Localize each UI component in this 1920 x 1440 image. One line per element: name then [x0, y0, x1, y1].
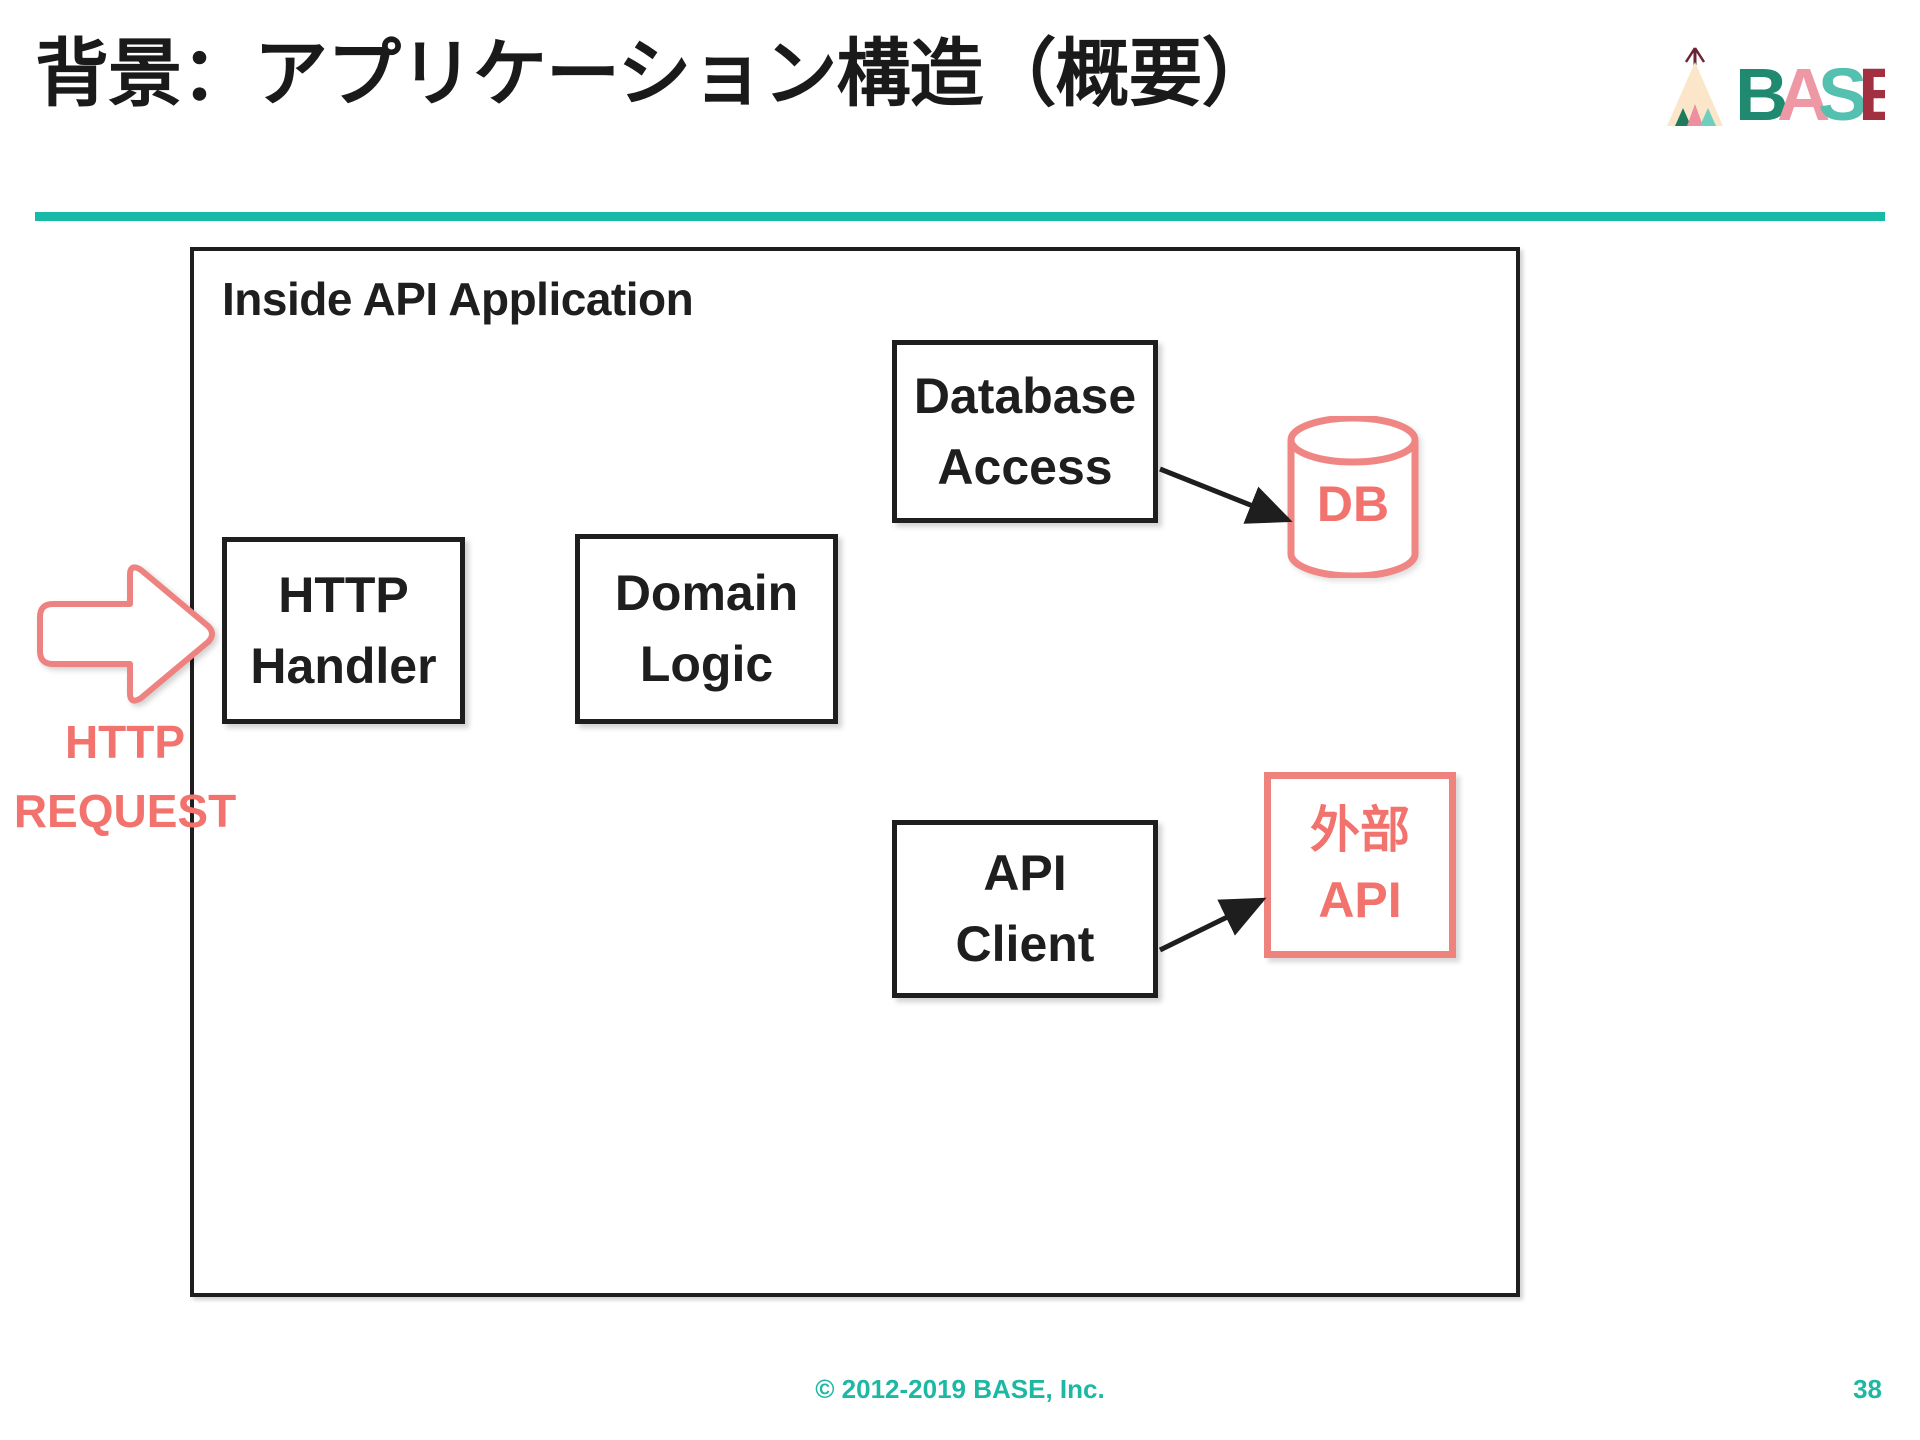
teepee-icon — [1667, 47, 1723, 126]
http-handler-line2: Handler — [250, 637, 437, 694]
base-wordmark: B A S E — [1735, 53, 1907, 136]
db-label: DB — [1316, 476, 1390, 532]
base-logo: B A S E — [1655, 38, 1907, 138]
external-api-box: 外部 API — [1264, 772, 1456, 958]
domain-logic-line2: Logic — [639, 636, 774, 692]
svg-text:S: S — [1818, 53, 1867, 136]
api-client-line2: Client — [955, 916, 1095, 972]
http-request-label-line1: HTTP — [64, 716, 186, 768]
http-handler-line1: HTTP — [278, 566, 409, 623]
svg-text:E: E — [1858, 53, 1885, 136]
svg-text:B: B — [1735, 53, 1788, 136]
database-access-line1: Database — [913, 367, 1137, 424]
inside-api-application-label: Inside API Application — [222, 273, 694, 325]
external-api-line1: 外部 — [1310, 802, 1410, 858]
component-domain-logic: Domain Logic — [575, 534, 838, 724]
api-client-line1: API — [983, 845, 1067, 901]
http-request-label-line2: REQUEST — [13, 785, 237, 837]
component-http-handler: HTTP Handler — [222, 537, 465, 724]
component-api-client: API Client — [892, 820, 1158, 998]
page-number: 38 — [1853, 1374, 1882, 1404]
title-underline-rule — [35, 212, 1885, 221]
http-request-arrow-icon — [34, 560, 218, 708]
domain-logic-line1: Domain — [614, 565, 799, 621]
component-database-access: Database Access — [892, 340, 1158, 523]
database-access-line2: Access — [937, 438, 1113, 495]
page-title: 背景：アプリケーション構造（概要） — [35, 32, 1276, 115]
svg-text:A: A — [1777, 53, 1830, 136]
db-cylinder-icon — [1286, 416, 1420, 578]
external-api-line2: API — [1318, 872, 1402, 928]
http-request-label: HTTP REQUEST — [0, 708, 250, 846]
architecture-diagram: Inside API Application HTTP REQUEST HTTP… — [0, 230, 1920, 1330]
footer-copyright: © 2012-2019 BASE, Inc. — [815, 1374, 1105, 1404]
